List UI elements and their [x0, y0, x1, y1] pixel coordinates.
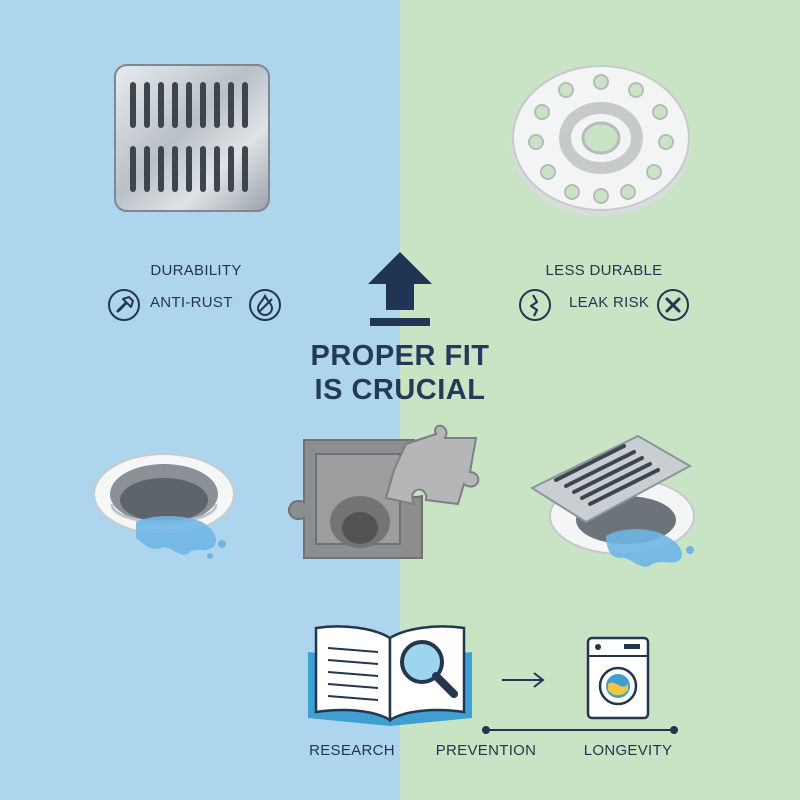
- research-label: RESEARCH: [309, 742, 395, 759]
- hammer-icon: [108, 289, 140, 321]
- leaking-round-drain-icon: [93, 453, 235, 559]
- rust-shield-icon: [249, 289, 281, 321]
- prevention-label: PREVENTION: [435, 742, 537, 759]
- close-x-icon: [657, 289, 689, 321]
- timeline-line: [482, 726, 678, 734]
- leak-risk-label: LEAK RISK: [569, 294, 650, 311]
- anti-rust-label: ANTI-RUST: [150, 294, 233, 311]
- durability-heading: DURABILITY: [150, 262, 242, 279]
- longevity-label: LONGEVITY: [583, 742, 673, 759]
- misfit-grate-drain-icon: [529, 434, 695, 567]
- research-book-icon: [308, 625, 472, 726]
- upload-arrow-icon: [368, 252, 432, 326]
- right-arrow-icon: [502, 672, 545, 688]
- crack-icon: [519, 289, 551, 321]
- less-durable-heading: LESS DURABLE: [545, 262, 663, 279]
- title-line-1: PROPER FIT: [310, 340, 490, 372]
- plastic-drain-cover-icon: [511, 65, 691, 216]
- title-line-2: IS CRUCIAL: [314, 374, 486, 406]
- metal-grate-icon: [114, 64, 270, 212]
- washing-machine-icon: [586, 636, 650, 720]
- puzzle-icon: [288, 424, 480, 559]
